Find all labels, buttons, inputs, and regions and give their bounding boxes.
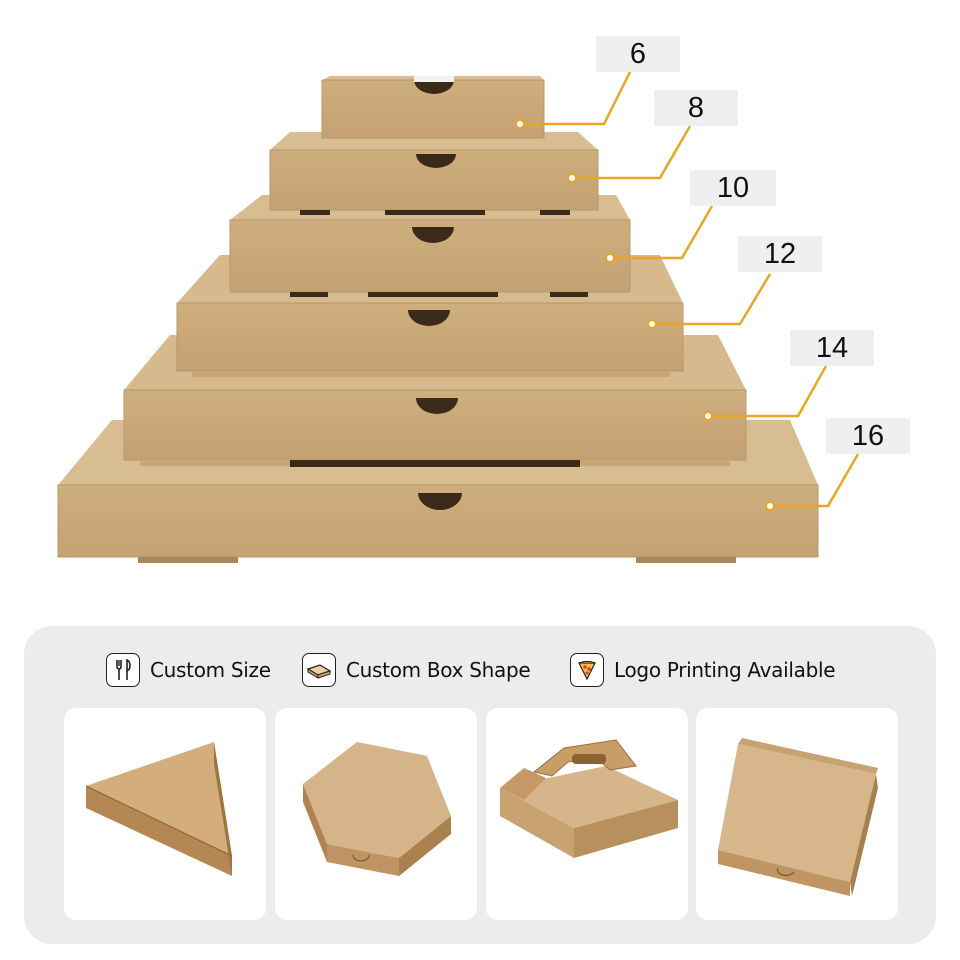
size-label-6: 6 — [596, 36, 680, 72]
handle-box-image — [500, 739, 678, 858]
leader-dots — [515, 119, 775, 511]
hexagon-box-image — [303, 742, 451, 876]
feature-custom-size: Custom Size — [106, 650, 271, 690]
feature-label: Custom Size — [150, 658, 271, 682]
pizza-slice-icon — [570, 653, 604, 687]
features-panel: Custom Size Custom Box Shape — [24, 626, 936, 944]
feature-custom-box-shape: Custom Box Shape — [302, 650, 531, 690]
box-stack-illustration — [57, 71, 860, 563]
leader-12 — [652, 273, 772, 326]
square-box-image — [718, 738, 878, 896]
handle-box-card — [486, 708, 688, 920]
pizza-box-stack: 6 8 10 12 14 16 — [57, 36, 910, 563]
feature-label: Custom Box Shape — [346, 658, 531, 682]
leader-10 — [610, 205, 714, 260]
leader-14 — [708, 365, 828, 418]
size-label-14: 14 — [790, 330, 874, 366]
square-box-card — [696, 708, 898, 920]
triangle-box-image — [85, 742, 233, 876]
leader-lines — [520, 71, 860, 508]
leader-6 — [520, 71, 632, 126]
pizza-box-icon — [302, 653, 336, 687]
size-label-10: 10 — [690, 170, 776, 206]
feature-logo-printing: Logo Printing Available — [570, 650, 836, 690]
feature-list: Custom Size Custom Box Shape — [24, 650, 936, 690]
box-6 — [321, 76, 545, 139]
leader-8 — [572, 125, 692, 180]
cutlery-icon — [106, 653, 140, 687]
size-label-8: 8 — [654, 90, 738, 126]
box-8 — [269, 132, 599, 215]
hexagon-box-card — [275, 708, 477, 920]
leader-16 — [770, 453, 860, 508]
size-label-12: 12 — [738, 236, 822, 272]
feature-label: Logo Printing Available — [614, 658, 836, 682]
size-label-16: 16 — [826, 418, 910, 454]
triangle-box-card — [64, 708, 266, 920]
